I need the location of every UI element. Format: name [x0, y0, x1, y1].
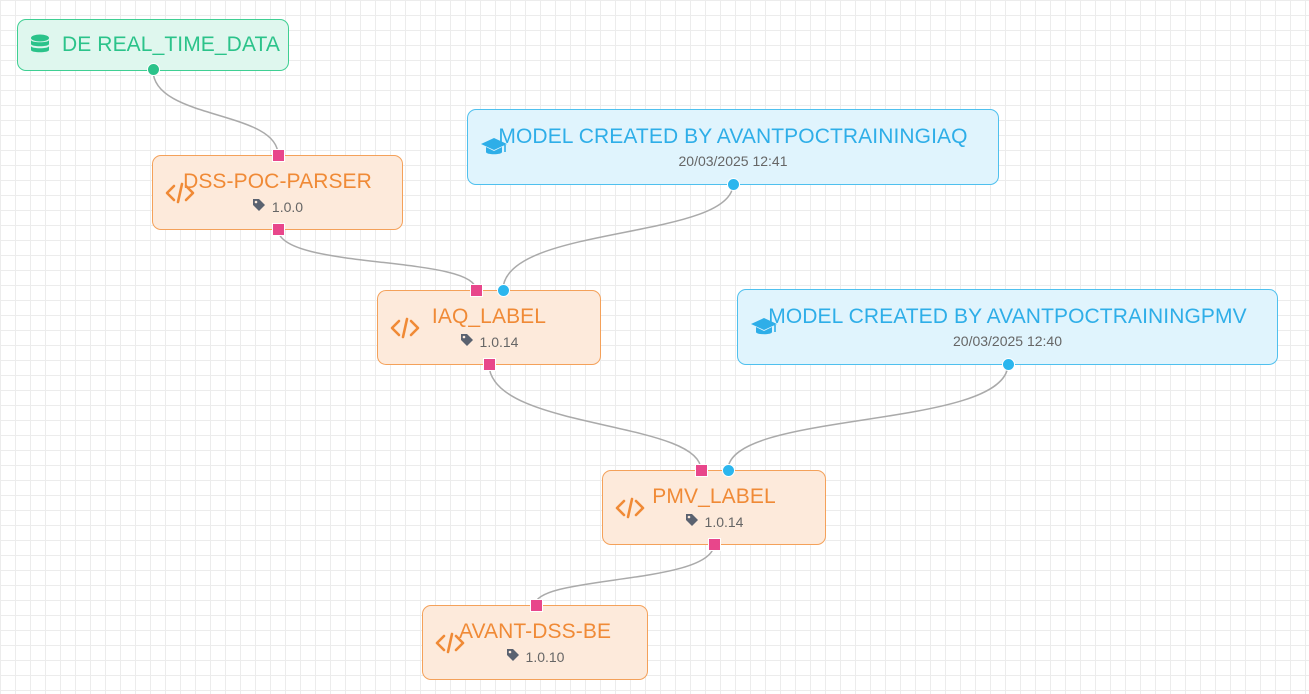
node-dss-poc-parser[interactable]: DSS-POC-PARSER 1.0.0	[152, 149, 403, 236]
node-model-avantpoctrainingiaq[interactable]: MODEL CREATED BY AVANTPOCTRAININGIAQ 20/…	[467, 109, 999, 191]
output-port[interactable]	[1002, 358, 1015, 371]
node-title: PMV_LABEL	[652, 485, 776, 508]
input-port[interactable]	[272, 149, 285, 162]
output-port[interactable]	[147, 63, 160, 76]
edge-iaq-label-to-pmv-label[interactable]	[488, 363, 702, 471]
node-title: IAQ_LABEL	[431, 305, 547, 328]
edge-source-to-parser[interactable]	[152, 69, 279, 156]
edge-parser-to-iaq-label[interactable]	[277, 228, 477, 291]
output-port[interactable]	[727, 178, 740, 191]
version-row: 1.0.0	[252, 198, 303, 215]
tag-icon	[460, 333, 474, 350]
node-title: MODEL CREATED BY AVANTPOCTRAININGIAQ	[498, 125, 968, 148]
code-icon	[165, 182, 195, 204]
version-text: 1.0.14	[479, 333, 519, 350]
node-pmv-label[interactable]: PMV_LABEL 1.0.14	[602, 464, 826, 551]
input-port-model[interactable]	[722, 464, 735, 477]
input-port-data[interactable]	[695, 464, 708, 477]
edge-model-iaq-to-iaq-label[interactable]	[502, 183, 734, 291]
node-title: DSS-POC-PARSER	[183, 170, 372, 193]
output-port[interactable]	[272, 223, 285, 236]
code-icon	[435, 632, 465, 654]
node-title: MODEL CREATED BY AVANTPOCTRAININGPMV	[768, 305, 1247, 328]
output-port[interactable]	[708, 538, 721, 551]
input-port-model[interactable]	[497, 284, 510, 297]
code-icon	[390, 317, 420, 339]
edge-model-pmv-to-pmv-label[interactable]	[727, 363, 1009, 471]
code-icon	[615, 497, 645, 519]
tag-icon	[252, 198, 266, 215]
tag-icon	[685, 513, 699, 530]
node-title: DE REAL_TIME_DATA	[62, 33, 280, 56]
node-title: AVANT-DSS-BE	[458, 620, 612, 643]
node-de-real-time-data[interactable]: DE REAL_TIME_DATA	[17, 19, 289, 76]
database-icon	[30, 34, 50, 56]
edge-pmv-label-to-avant-be[interactable]	[534, 543, 715, 606]
graduation-cap-icon	[750, 316, 778, 338]
version-row: 1.0.14	[460, 333, 519, 350]
version-row: 1.0.10	[506, 648, 565, 665]
output-port[interactable]	[483, 358, 496, 371]
node-model-avantpoctrainingpmv[interactable]: MODEL CREATED BY AVANTPOCTRAININGPMV 20/…	[737, 289, 1278, 371]
node-timestamp: 20/03/2025 12:41	[678, 153, 788, 169]
node-avant-dss-be[interactable]: AVANT-DSS-BE 1.0.10	[422, 599, 648, 680]
version-text: 1.0.10	[525, 648, 565, 665]
graduation-cap-icon	[480, 136, 508, 158]
version-row: 1.0.14	[685, 513, 744, 530]
tag-icon	[506, 648, 520, 665]
input-port[interactable]	[530, 599, 543, 612]
version-text: 1.0.0	[271, 198, 304, 215]
input-port-data[interactable]	[470, 284, 483, 297]
version-text: 1.0.14	[704, 513, 744, 530]
node-iaq-label[interactable]: IAQ_LABEL 1.0.14	[377, 284, 601, 371]
node-timestamp: 20/03/2025 12:40	[953, 333, 1062, 349]
